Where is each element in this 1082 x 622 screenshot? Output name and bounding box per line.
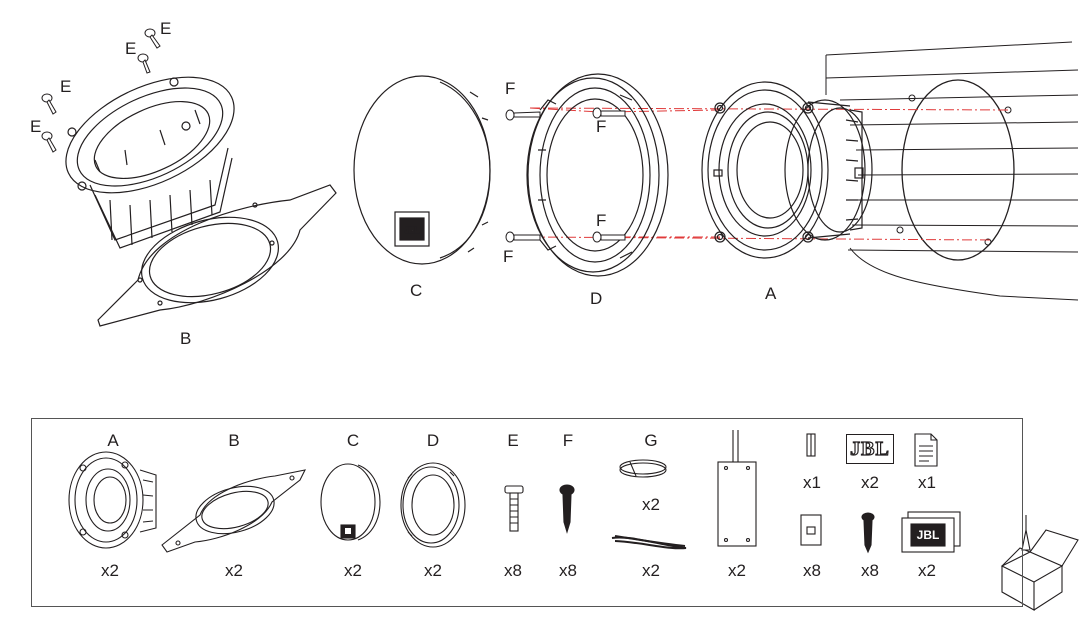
qty-badge: x2 [861, 473, 879, 492]
ring-d [526, 73, 669, 277]
qty-d: x2 [424, 561, 442, 580]
parts-header-g: G [644, 431, 658, 450]
screws-e [41, 28, 161, 153]
label-f-3: F [596, 211, 607, 230]
part-pad-icon [800, 514, 822, 546]
qty-g-ring: x2 [642, 495, 660, 514]
part-small-screw-icon [861, 512, 875, 554]
speaker-a [701, 81, 873, 259]
qty-pin: x1 [803, 473, 821, 492]
label-e-1: E [160, 19, 172, 38]
parts-header-f: F [562, 431, 574, 450]
grille-c: JBL [353, 75, 491, 265]
label-a: A [765, 284, 777, 303]
badge-text: JBL [850, 437, 890, 460]
qty-small-screw: x8 [861, 561, 879, 580]
qty-b: x2 [225, 561, 243, 580]
qty-stickers: x2 [918, 561, 936, 580]
part-b-plate-icon [161, 469, 306, 553]
qty-a: x2 [101, 561, 119, 580]
part-e-screw-icon [504, 485, 524, 532]
part-d-ring-icon [400, 462, 466, 548]
label-c: C [410, 281, 423, 300]
label-e-2: E [125, 39, 137, 58]
part-manual-icon [914, 433, 938, 467]
box-icon [1000, 515, 1079, 611]
screws-f [505, 107, 626, 243]
part-g-ring-icon [619, 459, 667, 478]
label-e-3: E [60, 77, 72, 96]
label-f-2: F [596, 117, 607, 136]
part-badge-icon: JBL [846, 434, 894, 464]
qty-crossover: x2 [728, 561, 746, 580]
parts-header-b: B [228, 431, 240, 450]
sticker-text: JBL [916, 528, 940, 542]
label-d: D [590, 289, 603, 308]
part-pin-icon [806, 433, 816, 457]
parts-list-panel [31, 418, 1023, 607]
qty-c: x2 [344, 561, 362, 580]
grille-logo-text: JBL [404, 226, 419, 235]
car-panel [825, 41, 1079, 301]
parts-header-e: E [507, 431, 519, 450]
parts-header-d: D [426, 431, 440, 450]
speaker-left-assembly [65, 76, 337, 327]
part-a-speaker-icon [68, 451, 157, 549]
part-crossover-icon [717, 430, 757, 547]
label-b: B [180, 329, 192, 348]
qty-manual: x1 [918, 473, 936, 492]
label-f-4: F [503, 247, 514, 266]
part-stickers-icon [901, 511, 961, 553]
qty-f: x8 [559, 561, 577, 580]
label-f-1: F [505, 79, 516, 98]
parts-icons [68, 430, 1079, 611]
label-e-4: E [30, 117, 42, 136]
parts-header-c: C [346, 431, 360, 450]
qty-pad: x8 [803, 561, 821, 580]
part-c-grille-icon [320, 463, 381, 541]
parts-header-a: A [107, 431, 119, 450]
qty-e: x8 [504, 561, 522, 580]
qty-g-cable: x2 [642, 561, 660, 580]
part-f-screw-icon [559, 484, 575, 534]
part-g-cable-icon [611, 535, 687, 550]
